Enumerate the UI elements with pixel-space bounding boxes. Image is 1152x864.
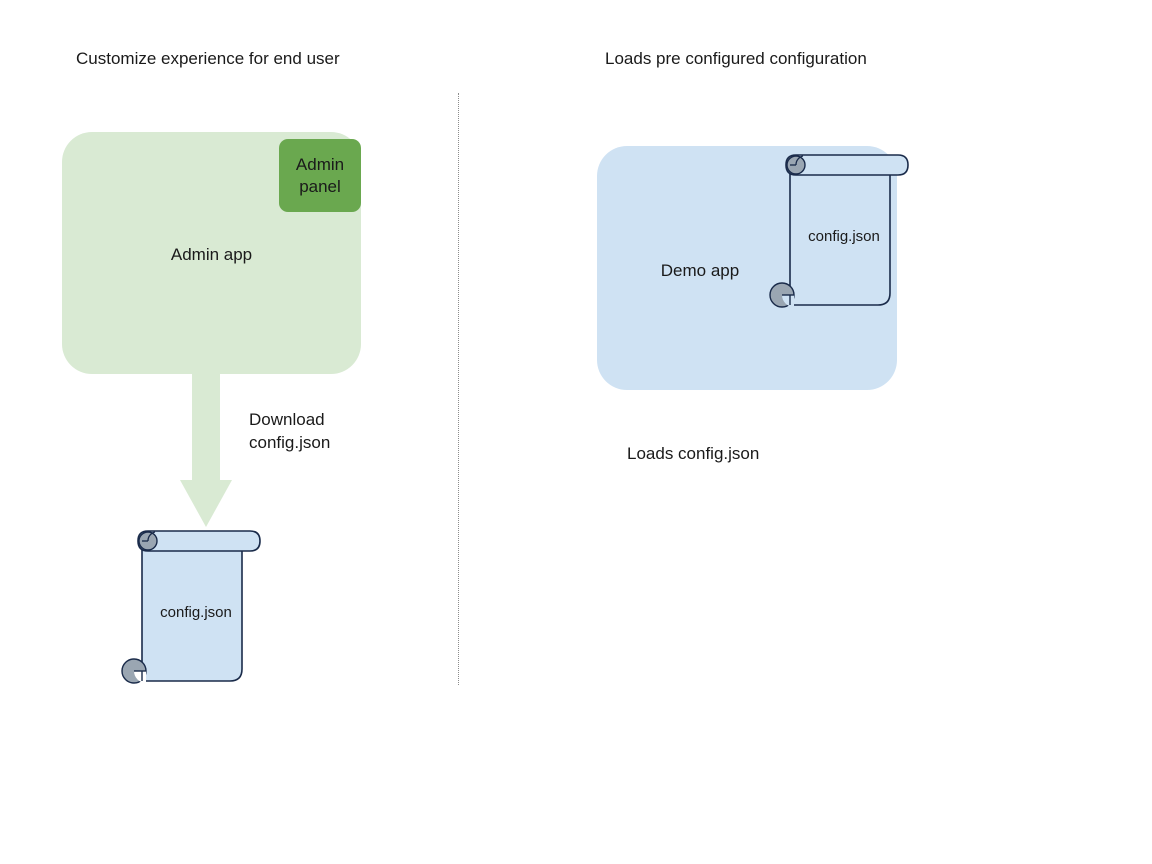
admin-panel-label: Admin panel <box>295 155 345 196</box>
column-divider <box>458 93 459 685</box>
demo-app-label: Demo app <box>660 261 740 280</box>
download-arrow-label: Download config.json <box>249 410 331 452</box>
config-json-document-right[interactable]: config.json <box>769 153 914 315</box>
loads-config-caption: Loads config.json <box>627 444 760 463</box>
config-json-label-right: config.json <box>808 228 880 245</box>
config-json-document-left[interactable]: config.json <box>121 529 266 691</box>
config-json-label-left: config.json <box>160 604 232 621</box>
right-column-title: Loads pre configured configuration <box>605 49 867 68</box>
admin-app-label: Admin app <box>170 245 253 264</box>
download-arrow-icon <box>170 372 242 530</box>
left-column-title: Customize experience for end user <box>76 49 340 68</box>
admin-panel-chip[interactable]: Admin panel <box>279 139 361 212</box>
